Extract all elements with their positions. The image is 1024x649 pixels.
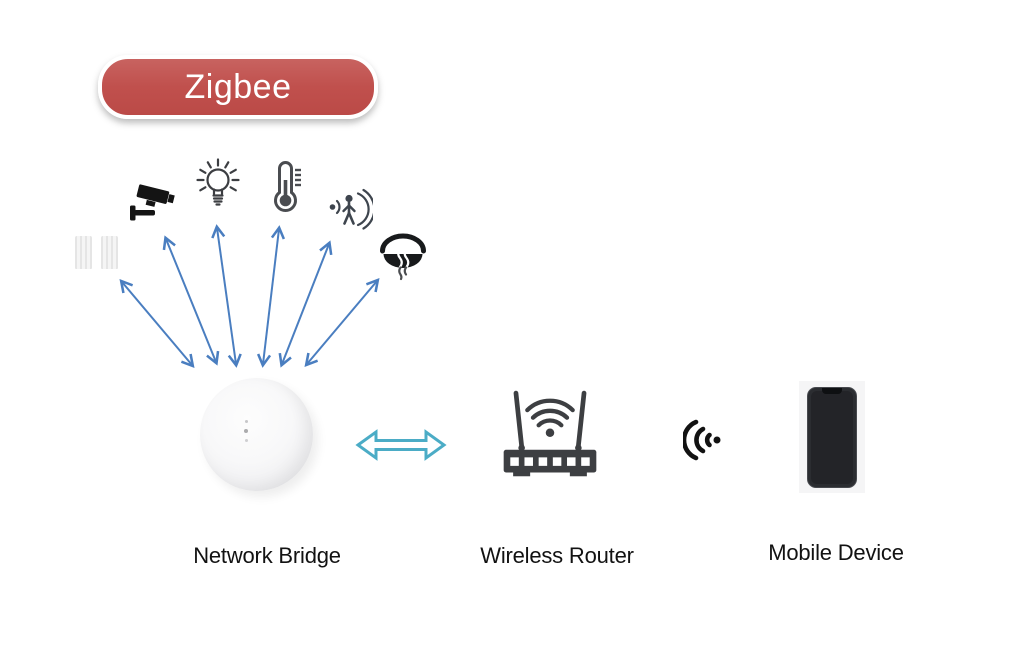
wifi-signal-icon [683,417,723,463]
mobile-device-icon [807,387,857,488]
bridge-led [244,429,248,433]
phone-screen [811,391,853,484]
bridge-router-arrow [355,429,447,461]
smoke-detector-icon [377,233,429,283]
blind-panel-right [100,236,118,269]
bridge-led [245,439,248,442]
network-bridge-label: Network Bridge [193,543,341,568]
zigbee-badge-label: Zigbee [184,67,292,106]
phone-notch [822,388,842,394]
bridge-led [245,420,248,423]
motion-sensor-icon [327,188,373,230]
zigbee-badge: Zigbee [98,55,378,119]
wireless-router-label: Wireless Router [480,543,634,568]
light-bulb-icon [193,158,243,216]
thermometer-icon [263,160,303,216]
blind-panel-left [74,236,92,269]
window-blinds-icon [74,236,118,269]
network-bridge-device [200,378,313,491]
wireless-router-icon [498,379,602,479]
cctv-camera-icon [124,181,182,225]
mobile-device-label: Mobile Device [768,540,904,565]
